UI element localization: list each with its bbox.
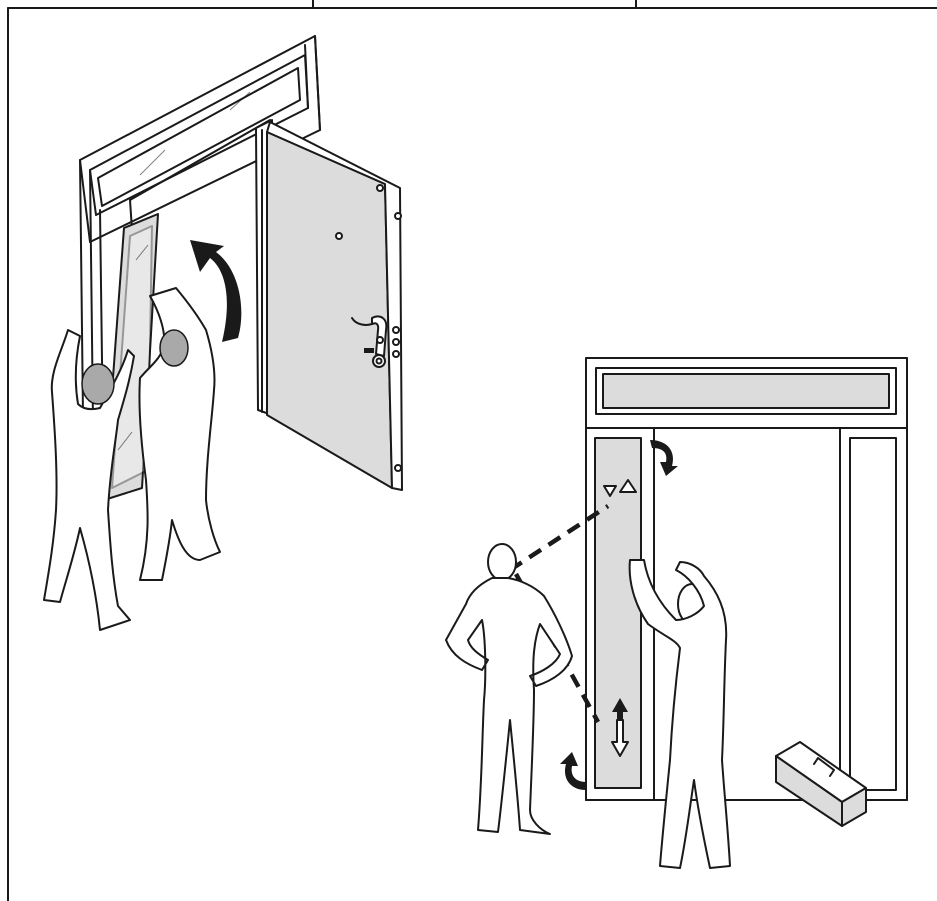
door-leaf — [256, 120, 402, 490]
rotate-arrow-icon — [560, 752, 586, 790]
worker-observer — [446, 544, 572, 834]
